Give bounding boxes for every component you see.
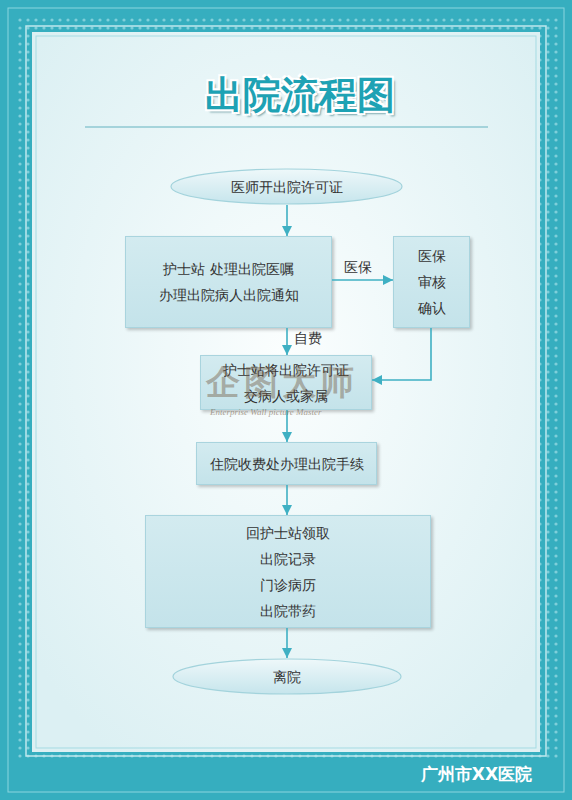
process-box: 医保 审核 确认 [393, 236, 470, 328]
node-text: 护士站 处理出院医嘱 办理出院病人出院通知 [159, 256, 299, 308]
frame-line [36, 36, 536, 748]
node-texts: 离院 [273, 664, 301, 690]
frame-inner [32, 32, 540, 752]
title-rule [85, 126, 488, 128]
watermark: Enterprise Wall picture Master [210, 407, 322, 417]
node-text: 离院 [273, 664, 301, 690]
node-texts: 医师开出院许可证 [231, 174, 343, 200]
flow-arrow [286, 205, 288, 236]
node-texts: 护士站 处理出院医嘱 办理出院病人出院通知 [159, 256, 299, 308]
flow-arrow [372, 328, 431, 380]
node-texts: 医保 审核 确认 [418, 243, 446, 321]
node-texts: 回护士站领取 出院记录 门诊病历 出院带药 [246, 520, 330, 624]
watermark: 企图大师 [206, 360, 358, 406]
edge-label: 医保 [344, 259, 372, 277]
node-text: 回护士站领取 出院记录 门诊病历 出院带药 [246, 520, 330, 624]
terminal-ellipse: 医师开出院许可证 [170, 168, 403, 205]
process-box: 护士站 处理出院医嘱 办理出院病人出院通知 [125, 236, 332, 328]
flow-arrow [332, 279, 393, 281]
frame-line [8, 8, 564, 792]
terminal-ellipse: 离院 [172, 658, 402, 695]
node-text: 住院收费处办理出院手续 [210, 451, 364, 477]
node-text: 医保 审核 确认 [418, 243, 446, 321]
node-texts: 住院收费处办理出院手续 [210, 451, 364, 477]
ellipse-shape [171, 169, 402, 204]
edge-label: 自费 [294, 330, 322, 348]
flow-arrow [286, 328, 288, 355]
frame-line [26, 26, 546, 756]
process-box: 住院收费处办理出院手续 [196, 442, 377, 485]
flow-arrow [286, 485, 288, 515]
node-text: 医师开出院许可证 [231, 174, 343, 200]
ellipse-shape [173, 659, 401, 694]
title: 出院流程图 [150, 72, 450, 118]
frame-ornament [14, 14, 558, 762]
flow-arrow [286, 628, 288, 658]
caption: 广州市XX医院 [421, 763, 532, 786]
process-box: 回护士站领取 出院记录 门诊病历 出院带药 [145, 515, 431, 628]
